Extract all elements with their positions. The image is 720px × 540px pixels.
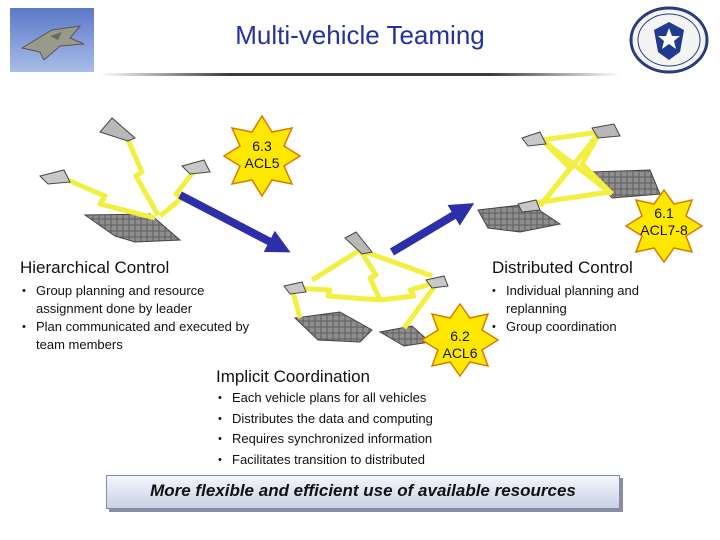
badge-6-2-acl: ACL6 [442, 345, 478, 361]
starburst-6-1 [624, 188, 704, 264]
aircraft-right-top-right [591, 123, 621, 139]
ground-vehicle-center [293, 311, 373, 343]
aircraft-left-right [181, 159, 211, 175]
list-item: Individual planning and replanning [490, 282, 690, 318]
list-item: Group planning and resource assignment d… [20, 282, 270, 318]
conclusion-banner: More flexible and efficient use of avail… [106, 475, 620, 509]
ground-vehicle-right [477, 203, 562, 233]
conclusion-text: More flexible and efficient use of avail… [150, 481, 576, 500]
aircraft-center-right [425, 275, 449, 289]
aircraft-left-top [99, 117, 136, 142]
badge-6-2-label: 6.2 ACL6 [420, 328, 500, 362]
air-force-seal-logo [628, 6, 710, 74]
badge-6-3-label: 6.3 ACL5 [222, 138, 302, 172]
badge-6-1-code: 6.1 [654, 205, 674, 221]
starburst-6-3 [222, 114, 302, 198]
list-item: Group coordination [490, 318, 690, 336]
starburst-6-2 [420, 302, 500, 378]
badge-6-1-acl: ACL7-8 [640, 222, 688, 238]
list-item: Plan communicated and executed by team m… [20, 318, 270, 354]
page-title: Multi-vehicle Teaming [235, 20, 485, 50]
distributed-bullets: Individual planning and replanning Group… [490, 282, 690, 336]
hierarchical-heading: Hierarchical Control [20, 258, 170, 277]
title-divider [100, 73, 620, 76]
badge-6-3-code: 6.3 [252, 138, 272, 154]
aircraft-left-mid [39, 169, 71, 185]
badge-6-3-acl: ACL5 [244, 155, 280, 171]
hierarchical-bullets: Group planning and resource assignment d… [20, 282, 270, 354]
list-item: Each vehicle plans for all vehicles [216, 388, 516, 409]
ground-vehicle-left [83, 213, 182, 243]
aircraft-right-top-left [521, 131, 547, 147]
arrow-left-to-center [178, 191, 291, 253]
list-item: Requires synchronized information [216, 429, 516, 450]
badge-6-2-code: 6.2 [450, 328, 470, 344]
fighter-jet-photo-logo [10, 8, 94, 72]
aircraft-right-low [517, 199, 541, 213]
implicit-heading: Implicit Coordination [216, 367, 371, 386]
arrow-center-to-right [389, 203, 475, 256]
badge-6-1-label: 6.1 ACL7-8 [624, 205, 704, 239]
aircraft-center-left [283, 281, 307, 295]
aircraft-center-top [344, 231, 373, 255]
list-item: Distributes the data and computing [216, 409, 516, 430]
list-item: Facilitates transition to distributed [216, 450, 516, 471]
implicit-bullets: Each vehicle plans for all vehicles Dist… [216, 388, 516, 470]
distributed-heading: Distributed Control [492, 258, 633, 277]
